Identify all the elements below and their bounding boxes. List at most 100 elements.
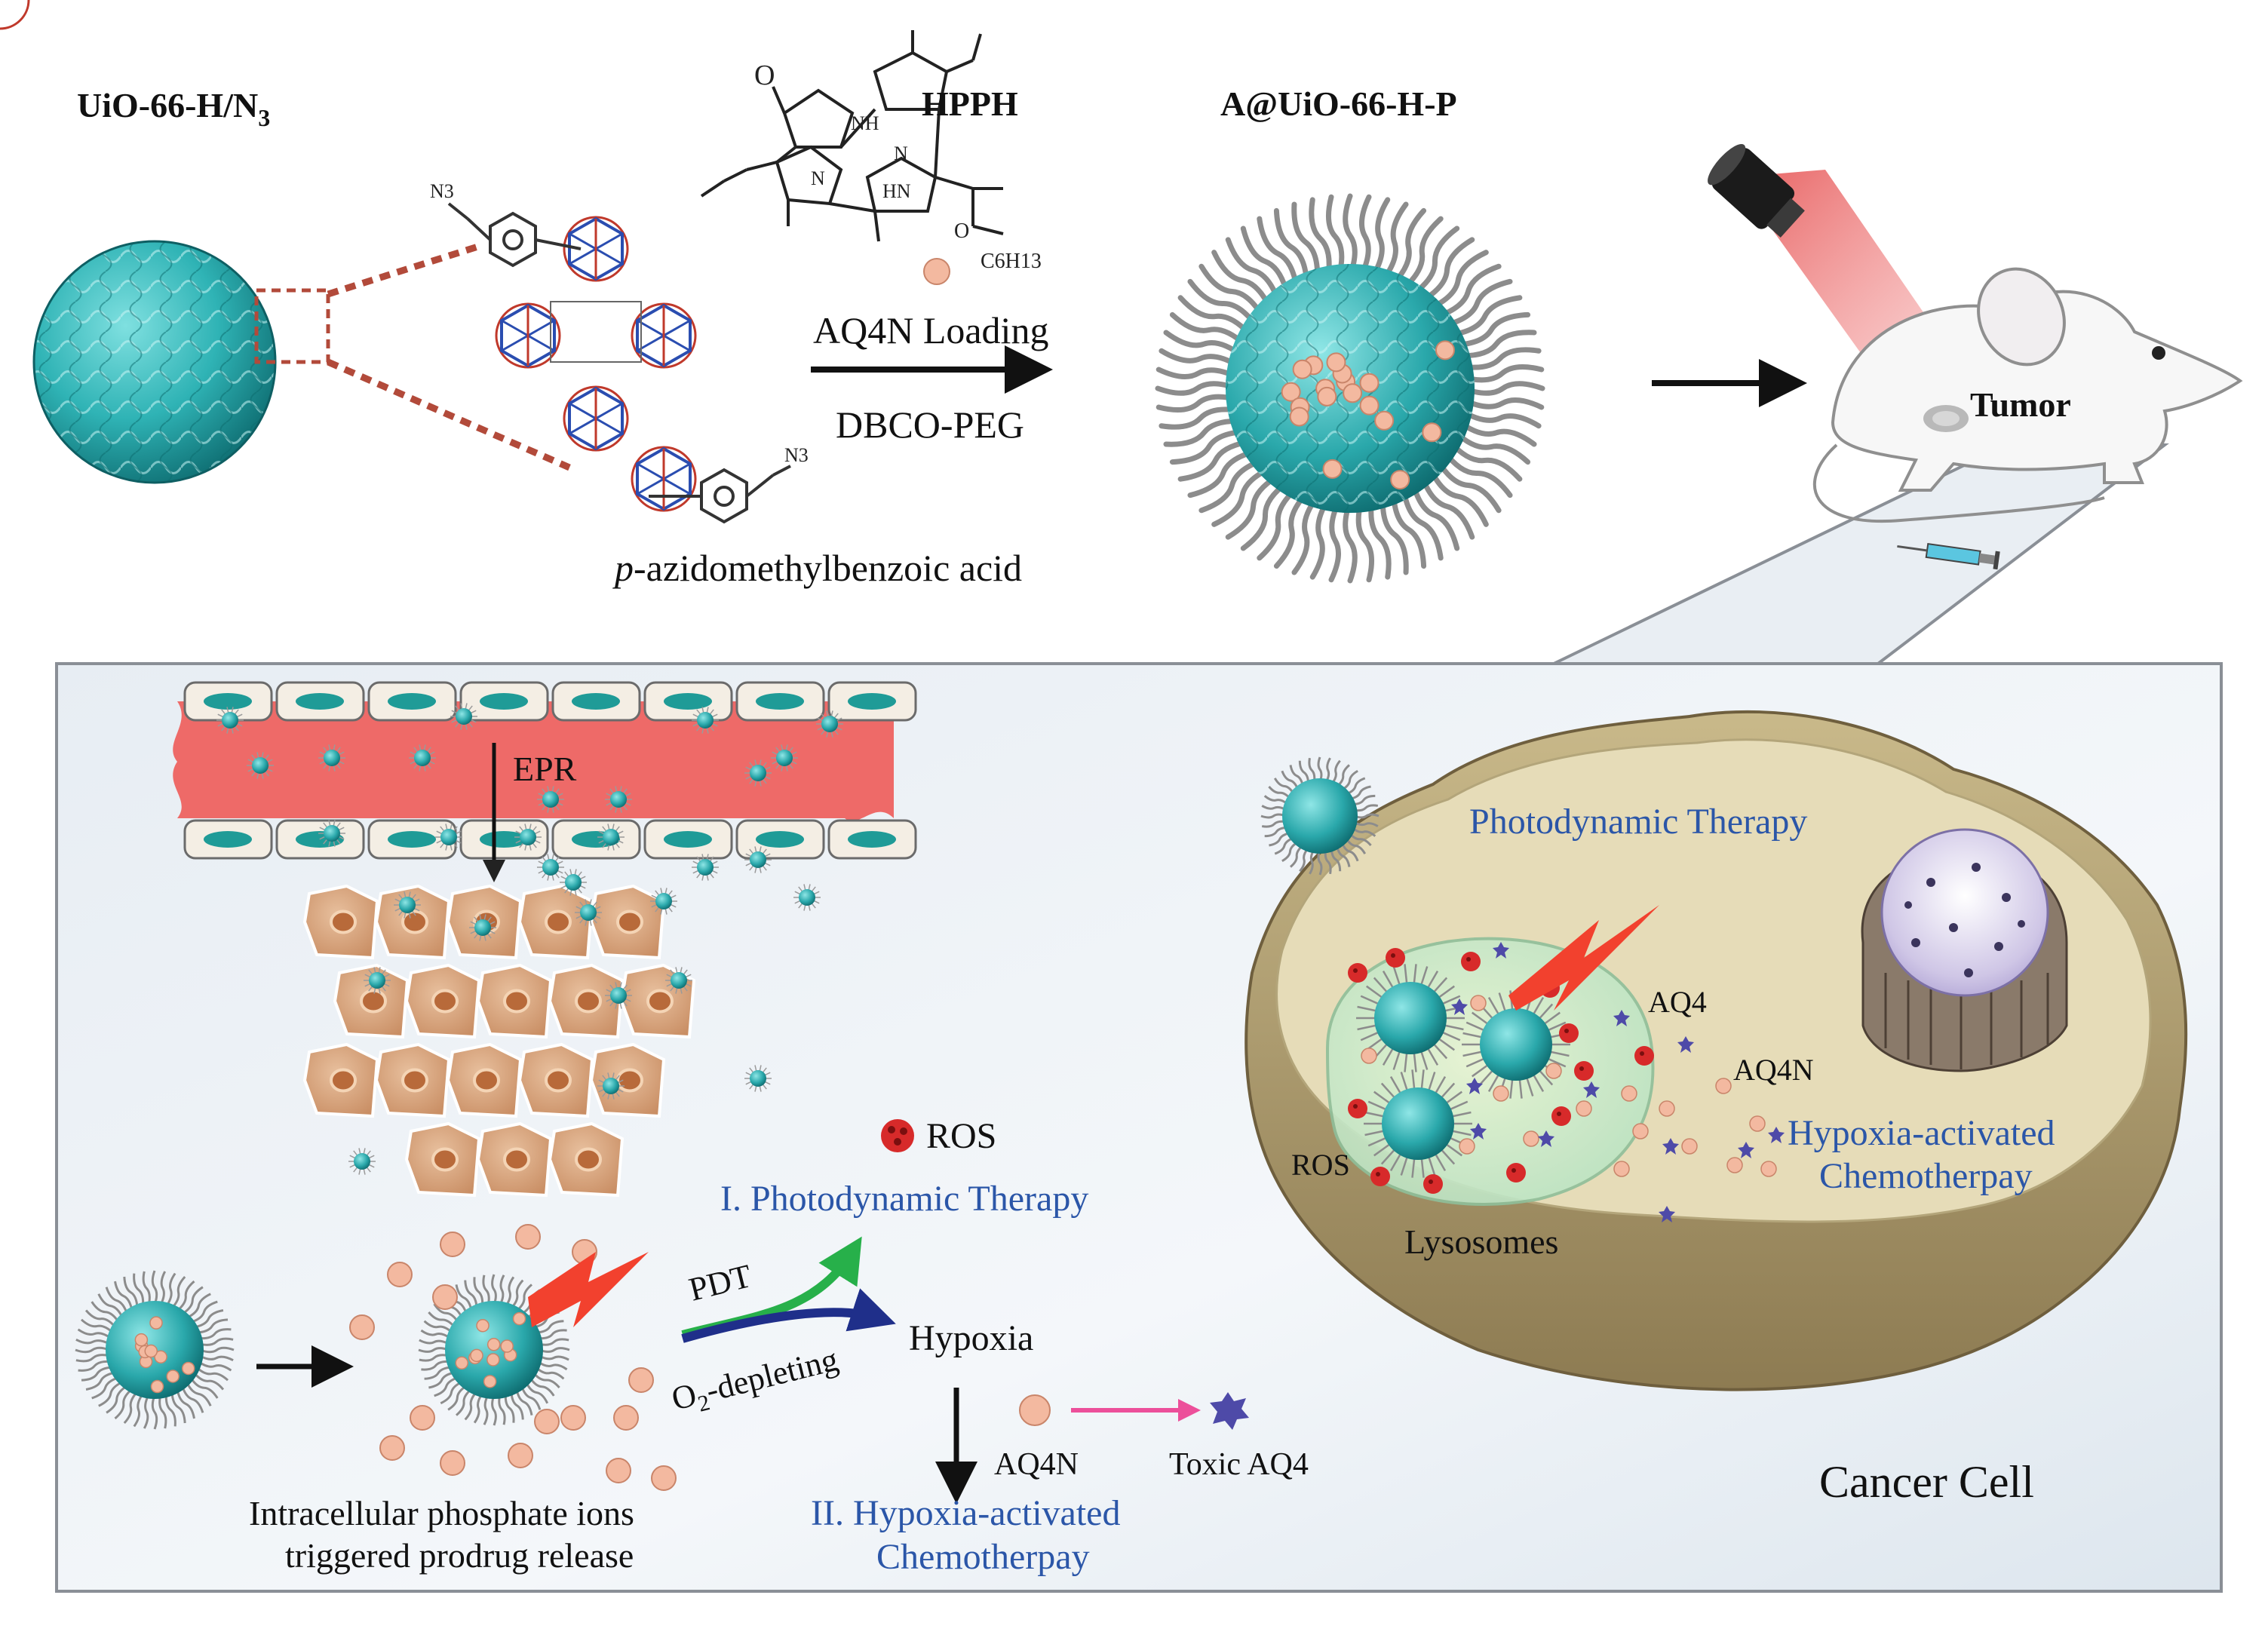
aq4n-dot xyxy=(1760,1161,1777,1177)
cell-ros-label: ROS xyxy=(1291,1148,1350,1182)
nanoparticle-small xyxy=(469,914,496,941)
np-releasing xyxy=(418,1274,570,1426)
aq4n-dot xyxy=(1632,1123,1649,1140)
nanoparticle-in-lysosome xyxy=(1364,1069,1472,1178)
uio-66-sphere xyxy=(32,240,330,484)
np-outside-cell xyxy=(1260,756,1380,876)
extravasated-nanoparticles xyxy=(216,703,843,1175)
hpph-c6h13: C6H13 xyxy=(981,250,1042,273)
nanoparticle-small xyxy=(537,854,564,881)
nucleus xyxy=(1861,828,2068,1072)
aq4n-dot xyxy=(1545,1063,1562,1079)
nanoparticle-small xyxy=(744,846,772,873)
o2-depleting-arrow xyxy=(681,1288,896,1343)
ros-dot xyxy=(1634,1046,1654,1066)
nanoparticle-in-lysosome xyxy=(1356,964,1465,1072)
aq4n-dot xyxy=(1621,1085,1637,1102)
aq4-dot xyxy=(1738,1142,1754,1158)
nanoparticle-small xyxy=(744,759,772,787)
nanoparticle-small xyxy=(318,744,345,771)
light-bolt-cell xyxy=(1508,905,1659,1011)
nanoparticle-small xyxy=(665,967,692,994)
aq4-dot xyxy=(1662,1138,1679,1155)
nanoparticle-small xyxy=(394,891,421,919)
nanoparticle-small xyxy=(575,899,602,926)
tumor-cell xyxy=(517,1042,594,1118)
tumor-cell xyxy=(374,884,451,960)
release-label-line1: Intracellular phosphate ions xyxy=(249,1494,634,1532)
n3-top-label: N3 xyxy=(430,180,454,202)
therapy-1-label: I. Photodynamic Therapy xyxy=(720,1179,1088,1219)
ros-dot xyxy=(1461,952,1481,971)
nanoparticle-small xyxy=(318,820,345,847)
nanoparticle-small xyxy=(409,744,436,771)
tumor-cell xyxy=(476,963,553,1039)
tumor-cell xyxy=(404,1121,481,1198)
hpph-carbonyl-o: O xyxy=(754,60,775,91)
nanoparticle-small xyxy=(650,888,677,915)
nanoparticle-small xyxy=(692,854,719,881)
hypoxia-label: Hypoxia xyxy=(909,1318,1033,1358)
ros-dot xyxy=(1423,1174,1443,1194)
lysosome-nanoparticles xyxy=(1356,964,1570,1178)
cell-ros-and-drugs xyxy=(1348,942,1785,1222)
azido-linker-top xyxy=(447,202,582,268)
uio-label: UiO-66-H/N3 xyxy=(77,86,270,131)
cell-hypoxia-line1: Hypoxia-activated xyxy=(1788,1113,2055,1153)
aq4-dot xyxy=(1613,1010,1630,1026)
tumor-tissue xyxy=(302,884,696,1198)
aq4n-dot-legend xyxy=(923,258,950,285)
step-dbco-peg: DBCO-PEG xyxy=(836,403,1024,446)
product-nanoparticle xyxy=(1155,193,1545,584)
aq4n-dot xyxy=(1576,1100,1592,1117)
nanoparticle-small xyxy=(216,707,244,734)
hpph-n-2: N xyxy=(811,167,825,189)
aq4-dot xyxy=(1493,942,1509,959)
zr-cluster xyxy=(563,385,629,452)
hpph-n-1: N xyxy=(894,143,908,164)
tumor-cell xyxy=(302,1042,379,1118)
zr-cluster xyxy=(631,302,697,369)
aq4n-dot xyxy=(1613,1161,1630,1177)
blood-vessel xyxy=(173,681,917,860)
hpph-hn-2: HN xyxy=(882,180,911,202)
aq4n-dot xyxy=(1361,1048,1377,1064)
ros-dot xyxy=(1506,1163,1526,1182)
hpph-nh-1: NH xyxy=(851,112,879,134)
nanoparticle-small xyxy=(597,1072,625,1100)
cell-aq4-label: AQ4 xyxy=(1648,985,1707,1019)
aq4n-dot xyxy=(1715,1078,1732,1094)
tumor-cell xyxy=(476,1121,553,1198)
product-label: A@UiO-66-H-P xyxy=(1220,84,1457,123)
tumor-cell xyxy=(404,963,481,1039)
aq4-dot xyxy=(1583,1081,1600,1098)
nanoparticle-small xyxy=(793,884,821,911)
aq4-dot xyxy=(1659,1206,1675,1222)
aq4-dot xyxy=(1470,1123,1487,1140)
tumor-label: Tumor xyxy=(1970,385,2071,424)
aq4n-dot xyxy=(1523,1130,1539,1147)
ros-dot xyxy=(1559,1023,1579,1043)
nanoparticle-small xyxy=(816,710,843,738)
ros-dot xyxy=(1370,1167,1390,1186)
ros-dot xyxy=(1551,1106,1571,1126)
zoom-lines xyxy=(327,241,571,471)
aq4-dot xyxy=(1677,1036,1694,1053)
zr-cluster xyxy=(631,446,697,512)
tumor-cell xyxy=(446,1042,523,1118)
nanoparticle-small xyxy=(364,967,391,994)
zr-cluster xyxy=(495,302,561,369)
toxic-aq4-label: Toxic AQ4 xyxy=(1169,1447,1309,1482)
hpph-label: HPPH xyxy=(922,84,1018,123)
aq4-dot xyxy=(1538,1130,1554,1147)
tumor-cell xyxy=(333,963,410,1039)
ros-dot xyxy=(1348,1099,1367,1118)
nanoparticle-small xyxy=(744,1065,772,1092)
aq4n-dot xyxy=(1749,1115,1766,1132)
n3-bottom-label: N3 xyxy=(784,444,809,466)
nanoparticle-small xyxy=(771,744,798,771)
aq4-dot xyxy=(1451,998,1468,1015)
tumor-cell xyxy=(548,963,625,1039)
nanoparticle-small xyxy=(605,982,632,1009)
light-bolt-small xyxy=(528,1252,649,1327)
